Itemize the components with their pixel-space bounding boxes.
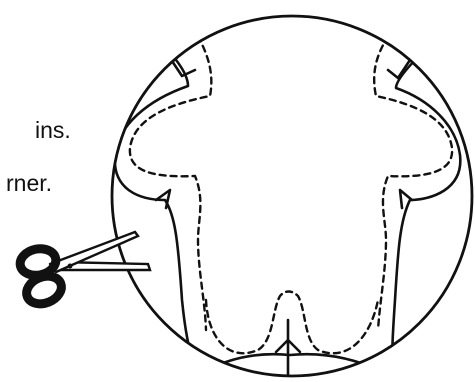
magnifier-circle-fill [112, 16, 472, 376]
